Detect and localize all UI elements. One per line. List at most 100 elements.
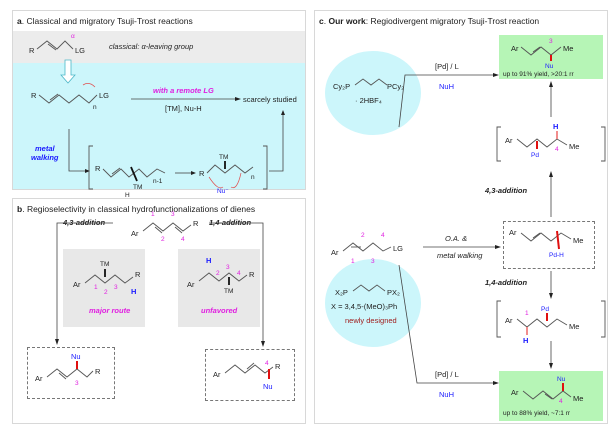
curved-red-arrow-icon [230,172,242,189]
double-bond [544,393,553,400]
classical-R: R [29,46,35,55]
remote-LG: LG [99,91,109,100]
panel-c-letter: c [319,16,324,26]
int1-TM: TM [133,184,142,191]
ligand1-right: PCy₂ [387,82,404,91]
bot-prod-Ar: Ar [511,388,519,397]
unfav-chain [198,272,248,282]
oa-label: O.A. & [445,234,467,243]
bracket-right [601,300,606,338]
bot-prod-Me: Me [573,394,583,403]
prod-right-pos: 4 [265,360,269,367]
int2-n: n [251,174,255,181]
classical-label: classical: α-leaving group [109,42,193,51]
prod-right-chain [224,364,274,374]
unfav-num-3: 3 [226,264,230,271]
ligand1-salt: · 2HBF₄ [355,96,382,105]
bot-prod-yield: up to 88% yield, ~7:1 rr [503,410,571,417]
int-top-Pd: Pd [531,152,539,159]
alpha-label: α [71,33,75,40]
int-bot-Pd: Pd [541,306,549,313]
double-bond [532,46,541,53]
ligand1-chain [354,78,388,86]
unfav-H: H [206,256,211,265]
major-TM: TM [100,261,109,268]
classical-LG: LG [75,46,85,55]
ligand1-circle [325,51,421,135]
curved-red-arrow-icon [208,176,224,189]
unfav-num-4: 4 [237,270,241,277]
int-top-Me: Me [569,142,579,151]
bracket-right [601,126,606,162]
remote-lg-label: with a remote LG [153,86,214,95]
panel-c: c. Our work: Regiodivergent migratory Ts… [314,10,608,424]
sm-num-4: 4 [381,232,385,239]
top-prod-Ar: Ar [511,44,519,53]
arrowhead-icon [493,381,499,385]
prod-left-Ar: Ar [35,374,43,383]
prod-right-Nu: Nu [263,382,273,391]
double-bond [58,372,67,380]
diene-num-4: 4 [181,236,185,243]
int-bot-chain [516,318,568,328]
int-bot-Ar: Ar [505,316,513,325]
unfavored-box [178,249,260,327]
int-bot-Me: Me [569,322,579,331]
remote-n: n [93,104,97,111]
product-box-left [27,347,115,399]
major-route-label: major route [89,306,130,315]
major-num-2: 2 [104,289,108,296]
conditions-label: [TM], Nu-H [165,104,202,113]
nu-minus: Nu⁻ [217,188,229,195]
major-chain [84,274,134,284]
left-route-arrow [56,222,113,339]
bot-prod-pos: 4 [559,398,563,405]
double-bond [174,226,183,234]
arrowhead-icon [85,169,90,173]
bot-prod-Nu: Nu [557,376,566,383]
arrowhead-icon [493,73,499,77]
panel-a-scheme: R α LG classical: α-leaving group R LG n… [29,33,297,199]
pdh-intermediate-box [503,221,595,269]
ligand1-left: Cy₂P [333,82,350,91]
int-pdh-chain [520,232,572,242]
major-route-box [63,249,145,327]
prod-left-chain [46,368,94,378]
prod-left-pos: 3 [75,380,79,387]
arrowhead-icon [261,341,265,347]
top-path-arrow [398,74,493,128]
prod-right-Ar: Ar [213,370,221,379]
int-pdh-Me: Me [573,236,583,245]
arrowhead-icon [281,110,285,115]
ligand2-left: X₂P [335,288,348,297]
bracket-left [88,145,93,190]
classical-band [13,31,305,63]
double-bond [111,167,121,175]
unfavored-label: unfavored [201,306,238,315]
bottom-nuh: NuH [439,390,454,399]
int-pdh-label: Pd-H [549,252,564,259]
bottom-product-box [499,371,603,421]
prod-left-Nu: Nu [71,352,81,361]
double-bond [532,232,541,239]
ligand2-def: X = 3,4,5-(MeO)₃Ph [331,302,397,311]
hollow-down-arrow-icon [60,59,76,84]
int-top-pos: 4 [555,146,559,153]
add14-label: 1,4-addition [485,278,528,287]
panel-b: b. Regioselectivity in classical hydrofu… [12,198,306,424]
major-R: R [135,270,141,279]
int1-R: R [95,164,101,173]
arrowhead-icon [495,245,501,249]
prod-left-R: R [95,367,101,376]
arrowhead-icon [549,171,553,177]
label-14-addition: 1,4-addition [209,218,252,227]
top-prod-Nu: Nu [545,63,554,70]
unfav-TM: TM [224,288,233,295]
bracket-left [496,300,501,338]
int2-chain [206,164,254,174]
sm-num-3: 3 [371,258,375,265]
int-pdh-Ar: Ar [509,228,517,237]
remote-band [13,63,305,189]
return-arrow [269,115,284,172]
panel-b-letter: b [17,204,23,214]
